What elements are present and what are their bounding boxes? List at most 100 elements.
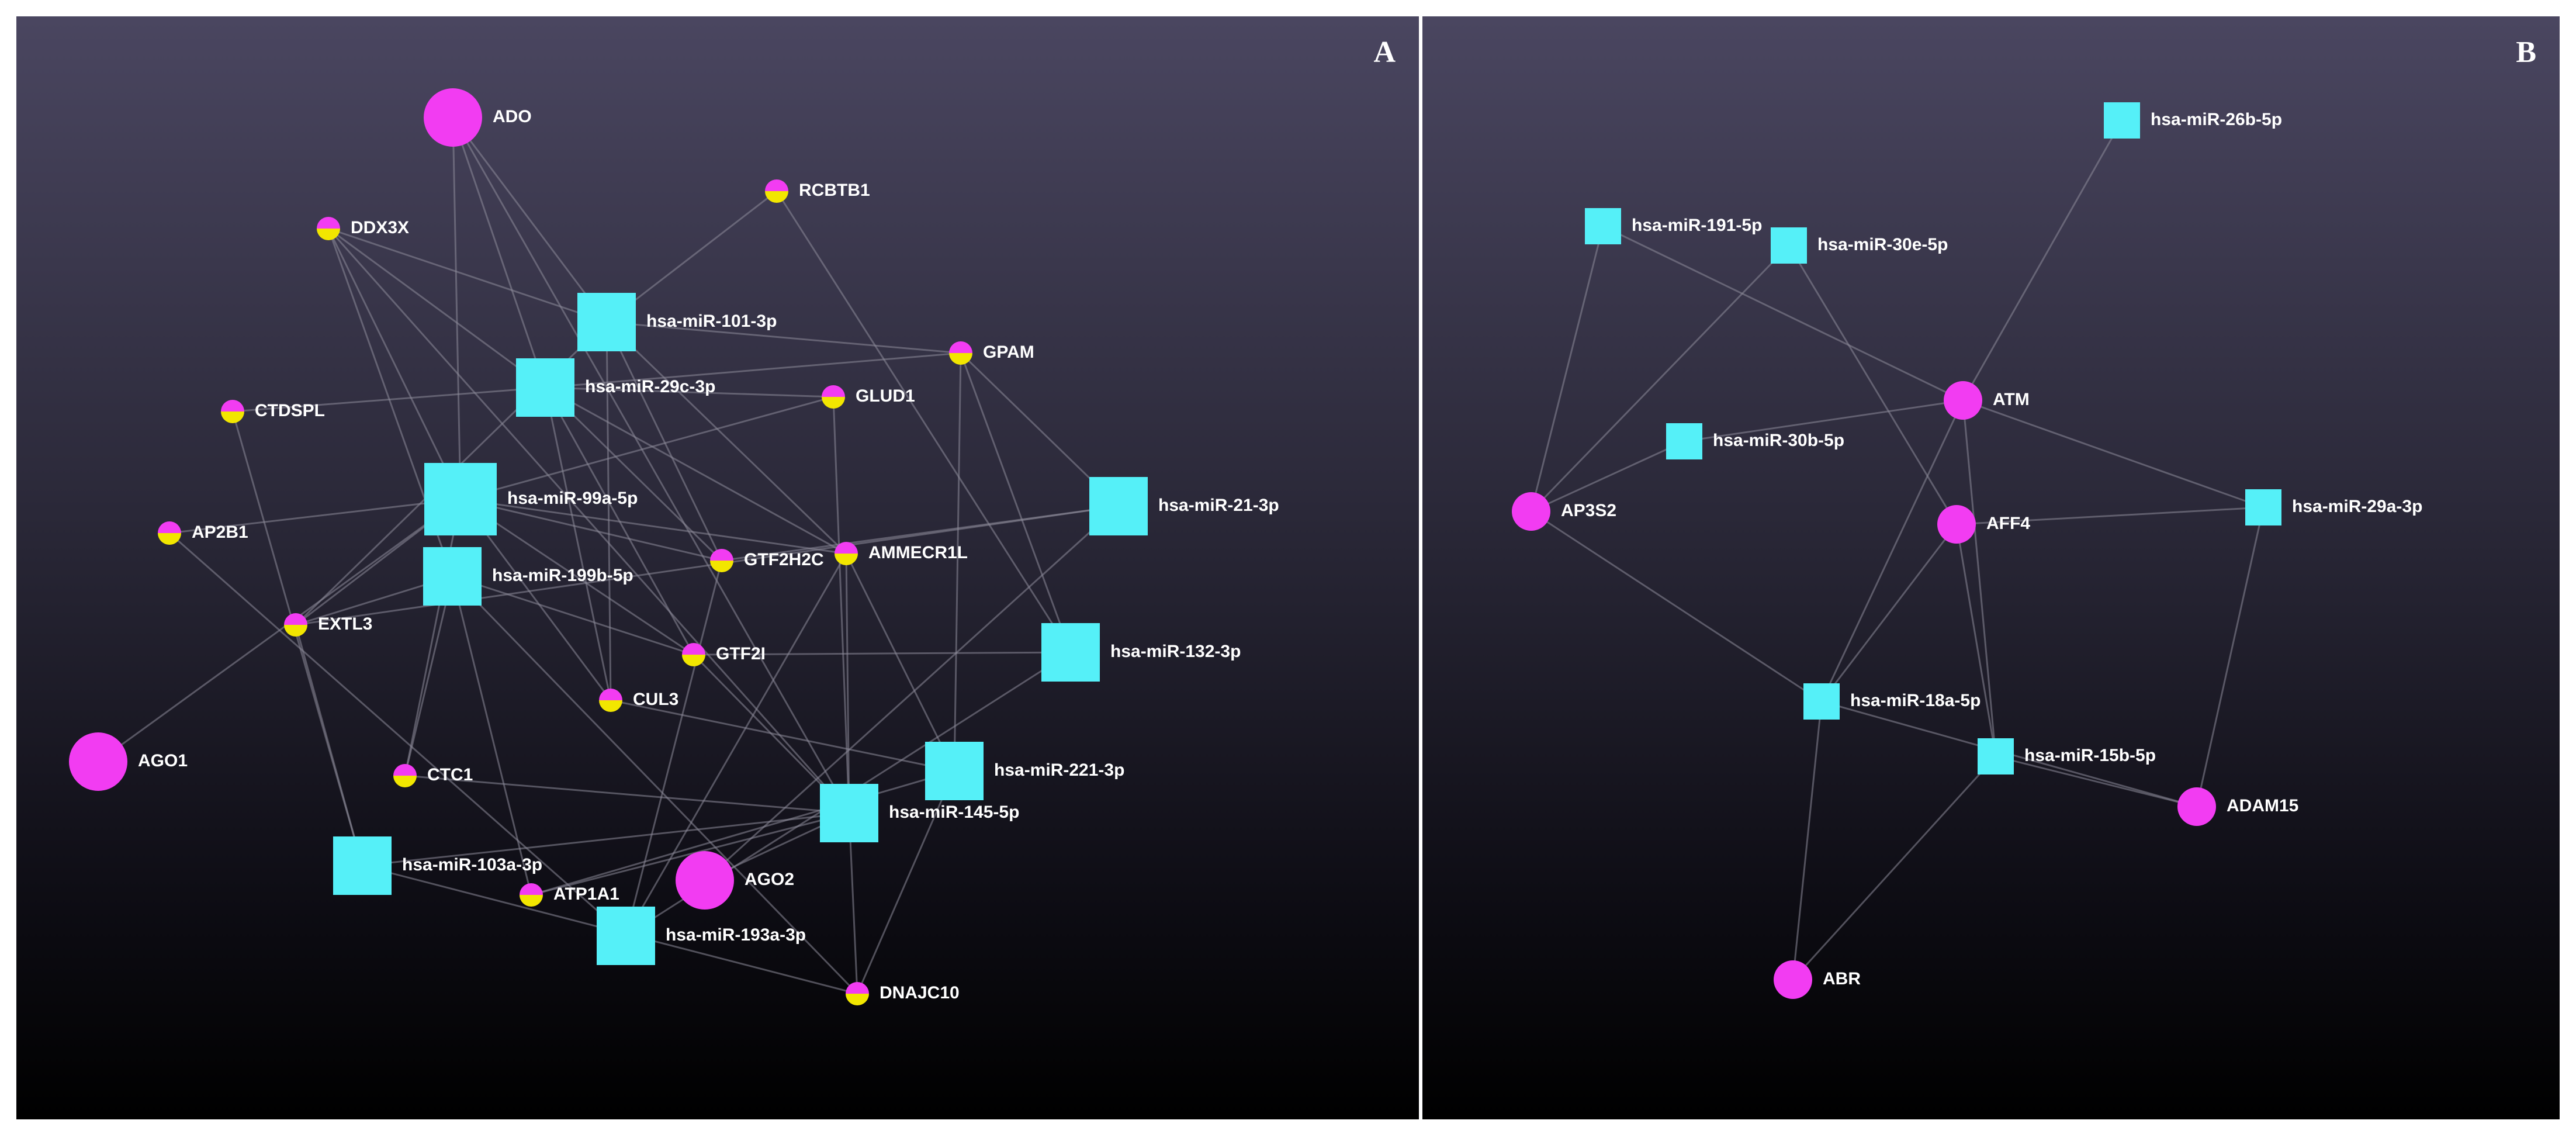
gene-circle-bottom — [835, 554, 858, 565]
panel-letter-b: B — [2516, 36, 2536, 69]
gene-node[interactable]: DNAJC10 — [846, 982, 960, 1005]
edge-cul3-mir29c — [544, 387, 612, 701]
node-label: AGO2 — [745, 870, 794, 889]
node-label: hsa-miR-15b-5p — [2024, 746, 2156, 765]
edge-ammecr1l-mir99a — [460, 498, 847, 555]
edge-aff4-mir15b — [1955, 524, 1997, 757]
gene-node[interactable]: CTDSPL — [221, 400, 325, 423]
gene-node[interactable]: ABR — [1774, 960, 1861, 999]
gene-node[interactable]: AGO2 — [676, 851, 794, 910]
mirna-node[interactable]: hsa-miR-99a-5p — [424, 463, 638, 535]
gene-node[interactable]: ATP1A1 — [520, 883, 619, 907]
edge-dnajc10-mir221 — [856, 770, 955, 994]
edge-aff4-mir30e — [1788, 245, 1958, 525]
gene-node[interactable]: AFF4 — [1937, 505, 2030, 544]
mirna-node[interactable]: hsa-miR-145-5p — [820, 784, 1019, 842]
gene-circle — [1512, 492, 1550, 531]
gene-node[interactable]: GLUD1 — [822, 385, 915, 409]
gene-circle-top — [284, 613, 307, 625]
gene-node[interactable]: GTF2H2C — [710, 549, 824, 572]
node-label: hsa-miR-101-3p — [646, 312, 777, 331]
gene-circle-bottom — [599, 700, 622, 712]
gene-node[interactable]: AP3S2 — [1512, 492, 1616, 531]
gene-node[interactable]: EXTL3 — [284, 613, 372, 637]
gene-circle — [424, 88, 482, 147]
gene-circle-bottom — [284, 625, 307, 637]
gene-node[interactable]: DDX3X — [317, 217, 409, 240]
node-label: AFF4 — [1986, 514, 2030, 533]
gene-circle-top — [158, 521, 181, 533]
node-label: hsa-miR-26b-5p — [2151, 110, 2282, 129]
gene-node[interactable]: ADAM15 — [2177, 787, 2298, 826]
mirna-node[interactable]: hsa-miR-26b-5p — [2104, 102, 2282, 139]
network-graph-b[interactable]: hsa-miR-26b-5p hsa-miR-191-5phsa-miR-30e-… — [1422, 16, 2560, 1119]
mirna-node[interactable]: hsa-miR-29a-3p — [2245, 489, 2422, 525]
edge-adam15-mir29a — [2196, 507, 2265, 807]
edge-ddx3x-mir99a — [327, 228, 462, 500]
gene-node[interactable]: RCBTB1 — [765, 179, 870, 203]
edge-mir103a-mir145 — [362, 812, 850, 867]
gene-circle-top — [949, 341, 972, 353]
edge-atm-mir18a — [1820, 400, 1964, 702]
node-label: hsa-miR-29c-3p — [585, 377, 715, 396]
edge-ctc1-mir145 — [404, 775, 850, 814]
mirna-node[interactable]: hsa-miR-29c-3p — [516, 358, 715, 417]
gene-node[interactable]: CUL3 — [599, 689, 678, 712]
gene-circle-top — [682, 643, 705, 655]
node-label: ABR — [1823, 969, 1861, 988]
mirna-node[interactable]: hsa-miR-21-3p — [1089, 477, 1279, 535]
mirna-square — [1771, 227, 1807, 264]
gene-circle-bottom — [846, 994, 869, 1005]
node-label: CTC1 — [427, 765, 473, 784]
gene-node[interactable]: ATM — [1944, 381, 2030, 420]
gene-node[interactable]: AMMECR1L — [835, 542, 968, 565]
gene-node[interactable]: AGO1 — [69, 732, 188, 791]
edge-ddx3x-mir145 — [327, 228, 850, 814]
mirna-node[interactable]: hsa-miR-103a-3p — [333, 836, 542, 895]
node-label: hsa-miR-145-5p — [889, 803, 1019, 822]
gene-node[interactable]: GTF2I — [682, 643, 766, 666]
mirna-square — [333, 836, 392, 895]
edge-gtf2h2c-mir29c — [544, 386, 723, 562]
mirna-square — [1666, 423, 1702, 459]
edge-ammecr1l-mir221 — [845, 553, 955, 772]
node-label: ADO — [493, 107, 532, 126]
edge-ammecr1l-mir193a — [625, 553, 847, 936]
edge-ammecr1l-mir101 — [605, 321, 847, 555]
mirna-node[interactable]: hsa-miR-30b-5p — [1666, 423, 1844, 459]
mirna-square — [1803, 683, 1840, 720]
gene-circle-top — [317, 217, 340, 229]
mirna-square — [2104, 102, 2140, 139]
mirna-node[interactable]: hsa-miR-221-3p — [925, 742, 1124, 800]
mirna-node[interactable]: hsa-miR-199b-5p — [423, 547, 633, 606]
gene-node[interactable]: GPAM — [949, 341, 1034, 365]
node-label: CTDSPL — [255, 401, 325, 420]
edge-dnajc10-mir199b — [451, 575, 858, 995]
mirna-square — [925, 742, 984, 800]
gene-node[interactable]: CTC1 — [393, 764, 473, 787]
edge-ap3s2-mir30b — [1531, 440, 1685, 513]
edge-atp1a1-mir199b — [451, 576, 532, 895]
gene-circle-bottom — [317, 229, 340, 240]
mirna-node[interactable]: hsa-miR-191-5p — [1585, 208, 1762, 244]
node-label: GLUD1 — [856, 386, 915, 406]
edge-atp1a1-mir221 — [531, 770, 955, 896]
edge-abr-mir18a — [1792, 701, 1823, 980]
mirna-node[interactable]: hsa-miR-18a-5p — [1803, 683, 1981, 720]
gene-circle-top — [599, 689, 622, 700]
edge-gtf2h2c-mir101 — [605, 321, 723, 561]
gene-node[interactable]: ADO — [424, 88, 532, 147]
mirna-node[interactable]: hsa-miR-15b-5p — [1978, 738, 2156, 775]
mirna-node[interactable]: hsa-miR-30e-5p — [1771, 227, 1948, 264]
node-label: DNAJC10 — [880, 983, 960, 1002]
edge-ddx3x-mir29c — [328, 227, 546, 389]
mirna-node[interactable]: hsa-miR-193a-3p — [597, 907, 806, 965]
gene-node[interactable]: AP2B1 — [158, 521, 248, 545]
edge-atm-mir29a — [1962, 399, 2264, 509]
mirna-node[interactable]: hsa-miR-132-3p — [1041, 623, 1241, 682]
edge-gtf2h2c-mir99a — [460, 498, 722, 562]
edge-ado-mir101 — [452, 117, 608, 323]
mirna-node[interactable]: hsa-miR-101-3p — [577, 293, 777, 351]
edge-ado-mir145 — [452, 117, 850, 814]
